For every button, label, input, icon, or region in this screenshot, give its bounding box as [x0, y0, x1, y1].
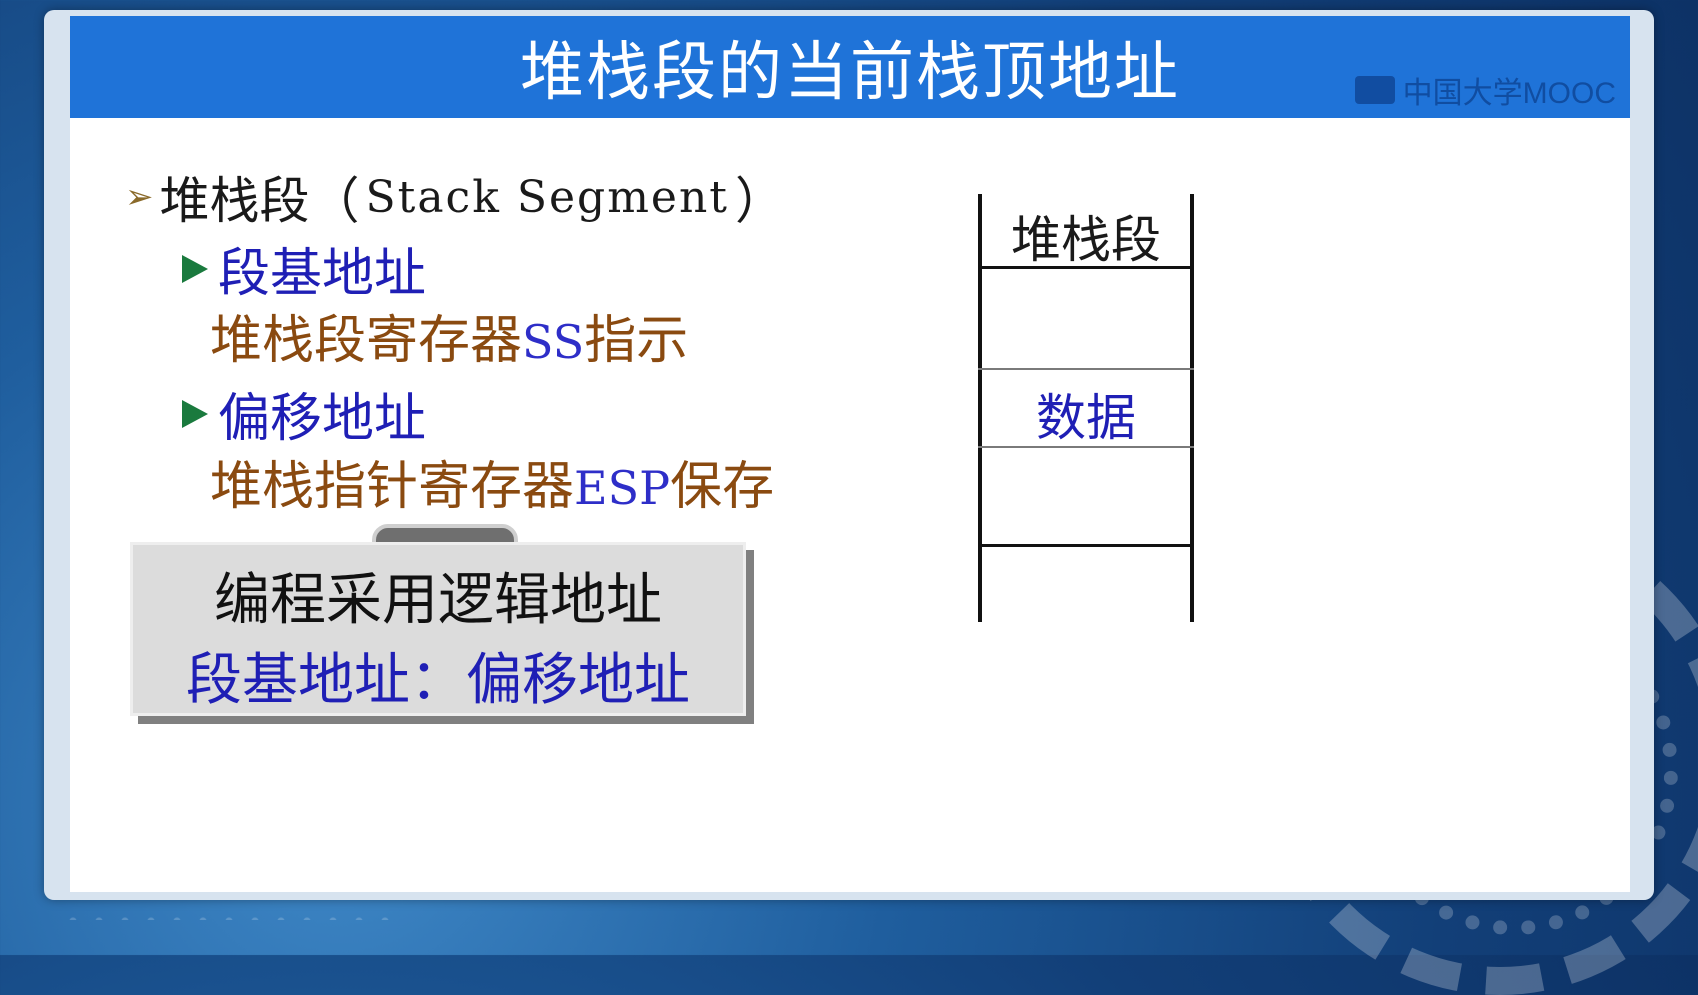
paren-close: ） [734, 172, 785, 230]
stack-divider [978, 544, 1194, 547]
stack-divider [978, 368, 1194, 370]
sub-bullet-label: 偏移地址 [218, 389, 427, 449]
desc-text: 保存 [670, 457, 775, 517]
bullet-stack-segment: ➢ 堆栈段 （ Stack Segment ） [125, 161, 785, 233]
triangle-bullet-icon [182, 399, 208, 428]
slide-frame: 堆栈段的当前栈顶地址 中国大学MOOC ➢ 堆栈段 （ Stack Segmen… [44, 10, 1654, 900]
segment-base-description: 堆栈段寄存器SS指示 [210, 298, 688, 373]
register-name: SS [522, 315, 585, 369]
sub-bullet-label: 段基地址 [218, 244, 427, 304]
mooc-logo: 中国大学MOOC [1354, 68, 1616, 112]
sub-bullet-segment-base: 段基地址 [182, 231, 426, 306]
note-line-1: 编程采用逻辑地址 [214, 568, 662, 633]
slide-content: 堆栈段的当前栈顶地址 中国大学MOOC ➢ 堆栈段 （ Stack Segmen… [70, 16, 1630, 892]
stack-right-border [1190, 194, 1194, 622]
note-line-2: 段基地址：偏移地址 [186, 648, 690, 713]
register-name: ESP [574, 461, 671, 515]
slide-title: 堆栈段的当前栈顶地址 [520, 36, 1180, 110]
paren-open: （ [309, 172, 360, 230]
desc-text: 指示 [584, 311, 689, 371]
stack-left-border [978, 194, 982, 622]
stack-header-label: 堆栈段 [1011, 211, 1161, 269]
sub-bullet-offset: 偏移地址 [182, 376, 426, 451]
stack-divider [978, 446, 1194, 448]
offset-description: 堆栈指针寄存器ESP保存 [210, 444, 774, 519]
mooc-logo-icon [1354, 76, 1395, 104]
mooc-logo-text: 中国大学MOOC [1402, 77, 1616, 110]
desc-text: 堆栈指针寄存器 [210, 457, 575, 517]
title-bar: 堆栈段的当前栈顶地址 中国大学MOOC [70, 16, 1630, 118]
stack-data-label: 数据 [1036, 389, 1136, 447]
bullet-label: 堆栈段 [159, 172, 310, 230]
bullet-english-term: Stack Segment [365, 171, 729, 223]
stack-divider [978, 266, 1194, 269]
triangle-bullet-icon [182, 254, 208, 283]
logical-address-note: 编程采用逻辑地址 段基地址：偏移地址 [130, 542, 746, 716]
arrow-bullet-icon: ➢ [125, 177, 154, 217]
desc-text: 堆栈段寄存器 [210, 311, 523, 371]
stack-segment-diagram: 堆栈段 数据 [978, 194, 1194, 622]
